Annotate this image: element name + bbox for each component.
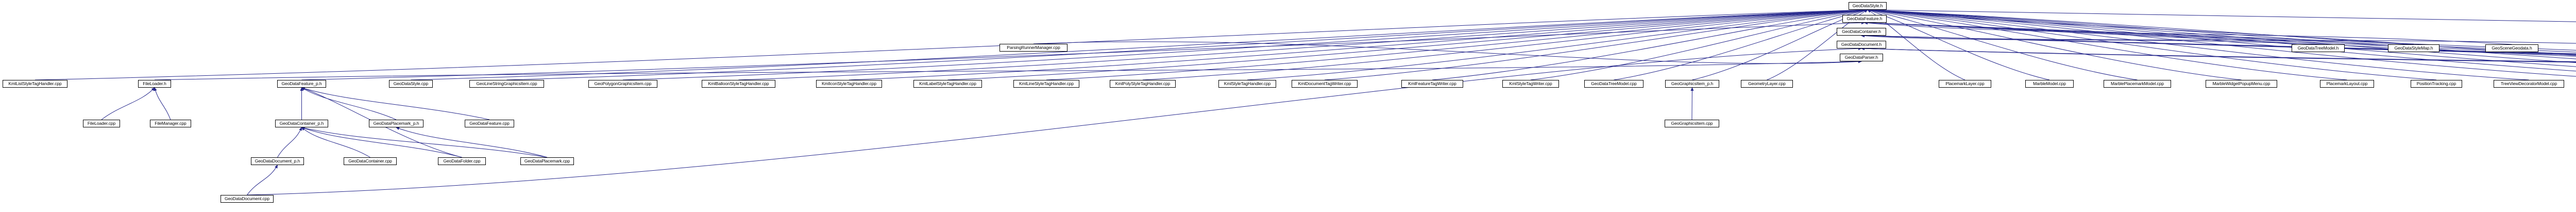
- graph-edge: [301, 87, 490, 120]
- graph-node[interactable]: GeoDataContainer.cpp: [344, 157, 397, 165]
- graph-edge: [1247, 8, 1868, 80]
- graph-node[interactable]: FileManager.cpp: [150, 120, 191, 127]
- graph-edge: [1867, 8, 2414, 45]
- graph-node[interactable]: GeoDataFeature.h: [1842, 15, 1887, 23]
- graph-node[interactable]: GeoDataStyle.h: [1849, 2, 1887, 10]
- graph-edge: [1864, 21, 2576, 51]
- graph-edge: [1864, 21, 2576, 55]
- graph-edge: [154, 87, 171, 120]
- graph-node[interactable]: GeoDataFeature_p.h: [277, 80, 326, 88]
- graph-edge: [101, 87, 155, 120]
- graph-node[interactable]: KmlPolyStyleTagHandler.cpp: [1110, 80, 1176, 88]
- graph-node[interactable]: TreeViewDecoratorModel.cpp: [2494, 80, 2564, 88]
- graph-node[interactable]: KmlBalloonStyleTagHandler.cpp: [702, 80, 775, 88]
- graph-edge: [154, 60, 1862, 80]
- graph-edge: [396, 127, 548, 158]
- graph-node[interactable]: GeoLineStringGraphicsItem.cpp: [469, 80, 544, 88]
- graph-edge: [1867, 8, 2576, 24]
- graph-edge: [1432, 8, 1868, 80]
- graph-edge: [1861, 47, 2576, 62]
- graph-node[interactable]: PositionTracking.cpp: [2411, 80, 2462, 88]
- graph-node[interactable]: GeoDataDocument_p.h: [251, 157, 304, 165]
- graph-edge: [301, 87, 397, 120]
- graph-node[interactable]: GeoDataStyleMap.h: [2388, 44, 2439, 52]
- graph-edge: [1864, 21, 2512, 45]
- graph-node[interactable]: GeoSceneGeodata.h: [2485, 44, 2538, 52]
- graph-node[interactable]: ParsingRunnerManager.cpp: [999, 44, 1067, 52]
- graph-edge: [301, 127, 370, 158]
- graph-edge: [1861, 34, 2576, 44]
- graph-edge: [1867, 8, 2576, 56]
- graph-node[interactable]: FileLoader.cpp: [83, 120, 120, 127]
- graph-edge: [411, 8, 1868, 80]
- graph-node[interactable]: KmlStyleTagWriter.cpp: [1502, 80, 1559, 88]
- graph-edge: [1867, 9, 2050, 80]
- graph-edge: [1861, 34, 2576, 57]
- graph-edge: [1142, 8, 1868, 80]
- graph-edge: [1324, 8, 1868, 80]
- graph-edge: [1867, 8, 2576, 72]
- graph-edge: [301, 127, 462, 158]
- graph-edge: [1864, 21, 2576, 53]
- graph-node[interactable]: KmlDocumentTagWriter.cpp: [1292, 80, 1358, 88]
- graph-edge: [1861, 34, 2576, 56]
- graph-node[interactable]: GeoDataFeature.cpp: [465, 120, 514, 127]
- graph-node[interactable]: GeoDataTreeModel.h: [2292, 44, 2345, 52]
- graph-edge: [1867, 8, 2576, 59]
- graph-edge: [738, 8, 1868, 80]
- graph-edge: [1867, 8, 2242, 80]
- graph-edge: [1864, 21, 2576, 57]
- graph-edge: [1867, 8, 2347, 80]
- graph-edge: [277, 127, 302, 158]
- graph-node[interactable]: KmlStyleTagHandler.cpp: [1218, 80, 1276, 88]
- graph-node[interactable]: KmlLineStyleTagHandler.cpp: [1013, 80, 1079, 88]
- graph-edge: [1861, 47, 2576, 62]
- graph-edge: [1867, 9, 2138, 80]
- graph-node[interactable]: GeoDataPlacemark_p.h: [369, 120, 423, 127]
- graph-node[interactable]: MarbleModel.cpp: [2025, 80, 2074, 88]
- graph-edge: [947, 8, 1868, 80]
- graph-edge: [1614, 9, 1868, 80]
- graph-edge: [1867, 8, 2437, 80]
- graph-edge: [301, 21, 1865, 80]
- graph-node[interactable]: GeometryLayer.cpp: [1741, 80, 1793, 88]
- graph-edge: [622, 8, 1868, 80]
- graph-node[interactable]: GeoDataStyle.cpp: [389, 80, 433, 88]
- graph-edge: [1530, 9, 1868, 80]
- graph-node[interactable]: GeoPolygonGraphicsItem.cpp: [588, 80, 657, 88]
- graph-node[interactable]: GeoDataDocument.h: [1837, 41, 1886, 48]
- graph-node[interactable]: MarbleWidgetPopupMenu.cpp: [2206, 80, 2277, 88]
- graph-node[interactable]: KmlLabelStyleTagHandler.cpp: [913, 80, 982, 88]
- graph-node[interactable]: GeoDataParser.h: [1840, 54, 1883, 61]
- graph-edge: [1861, 34, 2318, 45]
- graph-node[interactable]: GeoGraphicsItem_p.h: [1665, 80, 1719, 88]
- graph-edge: [35, 8, 1868, 80]
- graph-node[interactable]: MarblePlacemarkModel.cpp: [2104, 80, 2171, 88]
- graph-node[interactable]: GeoDataDocument.cpp: [221, 195, 274, 203]
- graph-edge: [1861, 34, 2576, 55]
- graph-edge: [1867, 8, 2576, 63]
- graph-node[interactable]: GeoDataTreeModel.cpp: [1584, 80, 1643, 88]
- graph-edge: [1033, 41, 1862, 64]
- graph-edge: [301, 126, 548, 158]
- graph-node[interactable]: KmlListStyleTagHandler.cpp: [3, 80, 67, 88]
- graph-edge: [1861, 47, 2576, 63]
- graph-node[interactable]: PlacemarkLayer.cpp: [1939, 80, 1991, 88]
- graph-edge: [1046, 8, 1868, 80]
- graph-node[interactable]: GeoDataContainer.h: [1837, 28, 1886, 36]
- graph-node[interactable]: KmlIconStyleTagHandler.cpp: [816, 80, 882, 88]
- graph-edge: [506, 8, 1868, 80]
- graph-node[interactable]: GeoDataContainer_p.h: [275, 120, 328, 127]
- graph-node[interactable]: KmlFeatureTagWriter.cpp: [1401, 80, 1463, 88]
- graph-edge: [1867, 8, 2576, 77]
- graph-node[interactable]: GeoDataPlacemark.cpp: [520, 157, 574, 165]
- graph-edge: [247, 165, 278, 195]
- graph-node[interactable]: GeoGraphicsItem.cpp: [1665, 120, 1719, 127]
- graph-edge: [1867, 8, 2576, 67]
- graph-node[interactable]: PlacemarkLayout.cpp: [2320, 80, 2374, 88]
- graph-node[interactable]: GeoDataFolder.cpp: [438, 157, 486, 165]
- graph-node[interactable]: FileLoader.h: [138, 80, 171, 88]
